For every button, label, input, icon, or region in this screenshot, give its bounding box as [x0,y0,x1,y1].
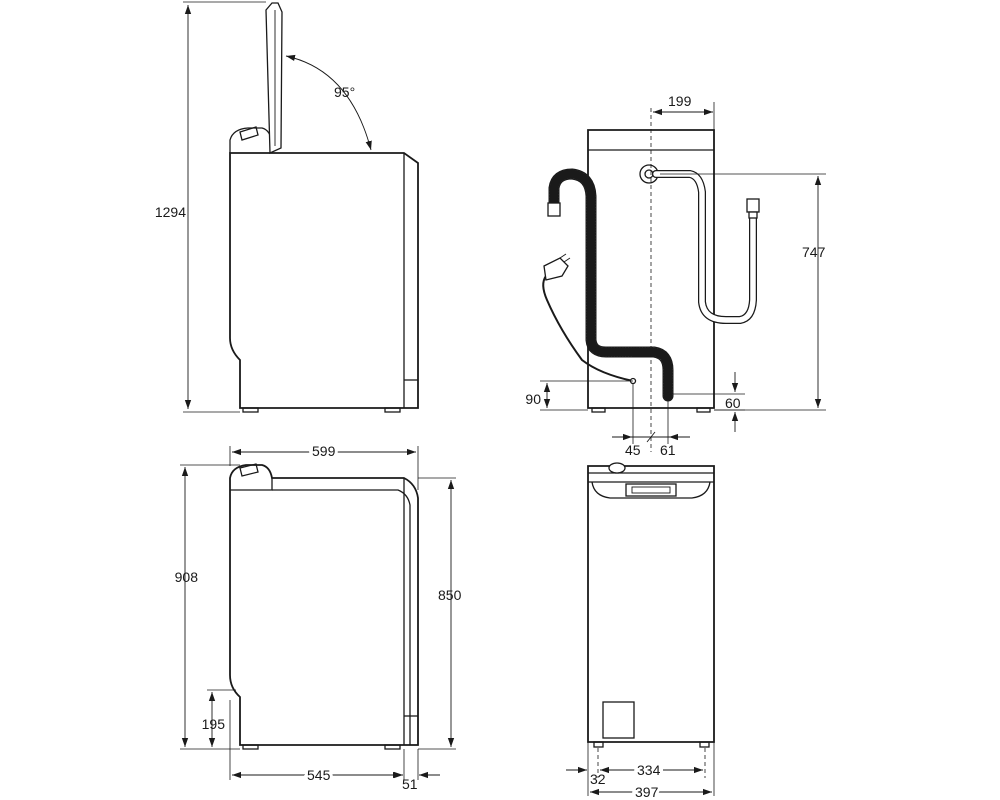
side-view-lid-open: 1294 95° [155,1,419,413]
dim-rear-offset: 199 [668,93,692,109]
dim-recess-height: 195 [202,716,226,732]
dim-body-height: 850 [438,587,462,603]
front-view: 32 334 397 [566,462,715,800]
side-view-lid-closed: 599 908 850 195 545 51 [175,440,462,792]
dim-width: 599 [312,443,336,459]
dim-body-depth: 545 [307,767,331,783]
dim-drain-height: 60 [725,395,741,411]
dim-inlet-height: 747 [802,244,826,260]
dim-foot-span: 334 [637,762,661,778]
dim-total-height: 908 [175,569,199,585]
dim-overhang: 51 [402,776,418,792]
dim-cord-height: 90 [525,391,541,407]
dim-rear-width: 397 [635,784,659,800]
rear-view-connections: 199 747 90 60 45 61 [525,93,826,458]
dim-lid-angle: 95° [334,84,355,100]
dim-foot-offset: 32 [590,771,606,787]
dim-cord-offset: 45 [625,442,641,458]
dim-lid-open-height: 1294 [155,204,186,220]
dim-drain-offset: 61 [660,442,676,458]
